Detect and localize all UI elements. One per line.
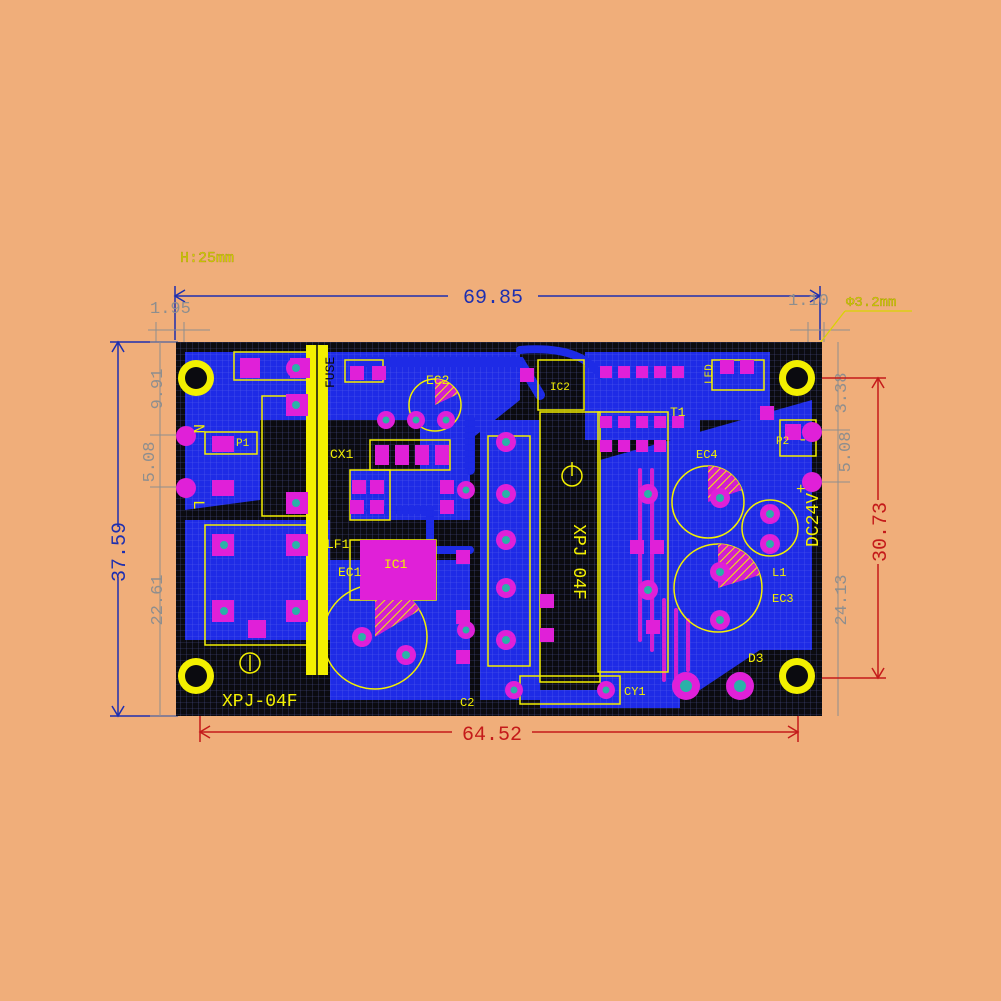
- ec1-label: EC1: [338, 565, 362, 580]
- left-lower-label: 22.61: [149, 574, 168, 625]
- mounting-holes: [178, 360, 815, 694]
- left-pitch-label: 5.08: [141, 442, 160, 483]
- bottom-width-label: 64.52: [462, 724, 522, 747]
- input-n-label: N: [189, 424, 207, 434]
- ec2-label: EC2: [426, 373, 449, 388]
- led-label: LED: [704, 364, 716, 384]
- out-minus-label: -: [798, 431, 808, 449]
- p1-label: P1: [236, 438, 250, 450]
- l1-label: L1: [772, 566, 786, 580]
- hole-note: Φ3.2mm: [846, 295, 896, 311]
- left-height-label: 37.59: [109, 522, 132, 582]
- through-hole-pads: [214, 358, 780, 700]
- right-pitch-label: 5.08: [837, 432, 856, 473]
- chip-label: XPJ 04F: [568, 524, 588, 600]
- d3-label: D3: [748, 651, 764, 666]
- height-note: H:25mm: [180, 250, 234, 267]
- top-right-offset-label: 1.10: [788, 292, 829, 311]
- top-small-dims: [148, 322, 850, 342]
- power-symbol-icon: [561, 462, 583, 487]
- top-width-label: 69.85: [463, 287, 523, 310]
- right-height-label: 30.73: [870, 502, 893, 562]
- p2-label: P2: [776, 436, 789, 448]
- cx1-label: CX1: [330, 447, 354, 462]
- ic2-label: IC2: [550, 382, 570, 394]
- model-label: XPJ-04F: [222, 692, 298, 712]
- ec4-label: EC4: [696, 448, 718, 462]
- cy1-label: CY1: [624, 685, 646, 699]
- top-left-offset-label: 1.95: [150, 300, 191, 319]
- right-lower-label: 24.13: [833, 574, 852, 625]
- pcb-board: [176, 342, 822, 716]
- ic1-label: IC1: [384, 557, 408, 572]
- left-top-offset-label: 9.91: [149, 369, 168, 410]
- polarity-icon: [239, 652, 261, 674]
- right-top-offset-label: 3.38: [833, 373, 852, 414]
- input-l-label: L: [189, 500, 207, 510]
- c2-label: C2: [460, 696, 474, 710]
- t1-label: T1: [670, 405, 686, 420]
- lf1-label: LF1: [326, 537, 350, 552]
- out-plus-label: +: [796, 481, 806, 499]
- fuse-label: FUSE: [323, 357, 338, 388]
- ec3-label: EC3: [772, 592, 794, 606]
- output-label: DC24V: [804, 493, 824, 547]
